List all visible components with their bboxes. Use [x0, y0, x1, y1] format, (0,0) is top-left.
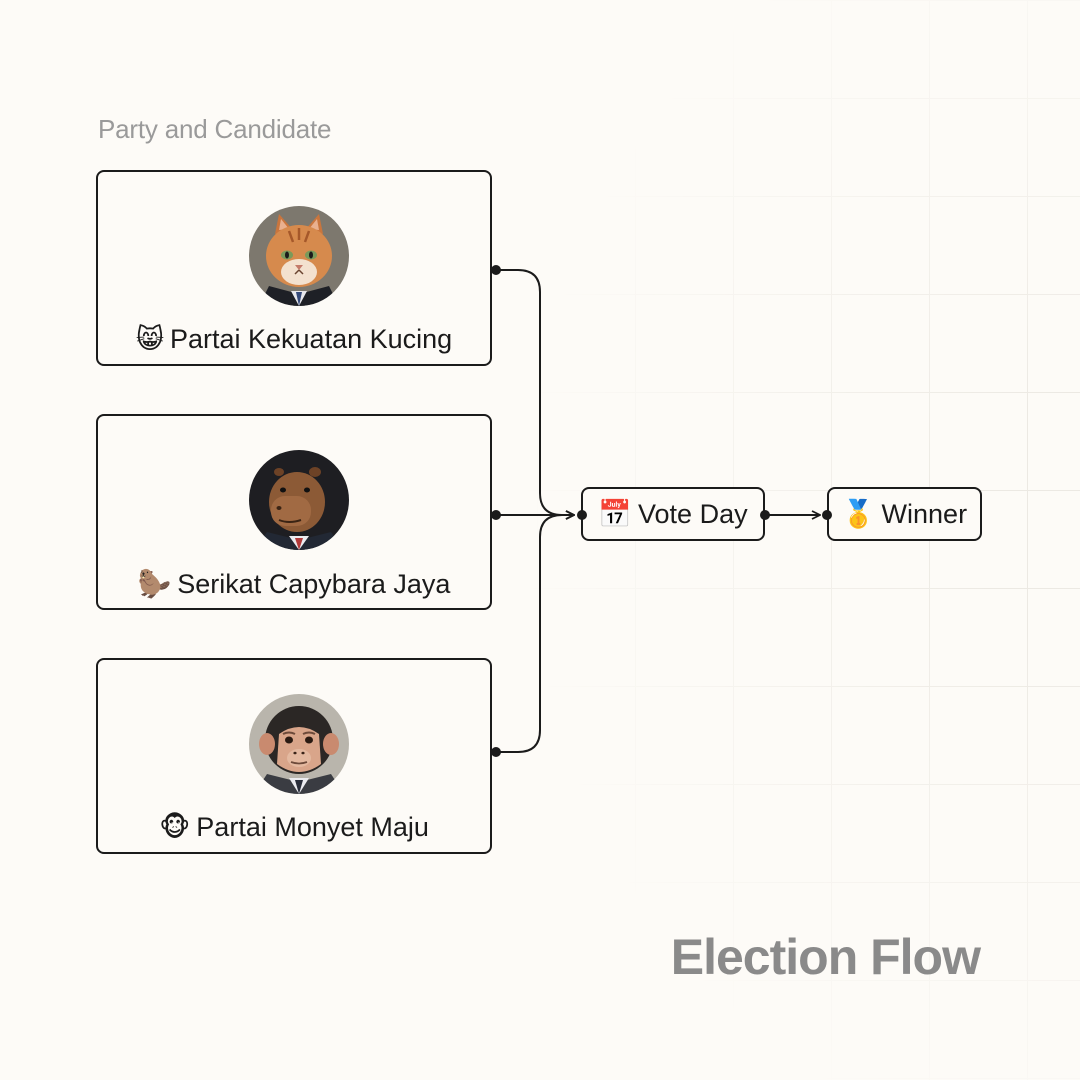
gold-medal-icon: 🥇: [841, 499, 876, 530]
party-name-text: Partai Kekuatan Kucing: [169, 324, 453, 354]
edge-kucing-to-vote-day: [496, 269, 574, 515]
footer-title: Election Flow: [670, 929, 981, 985]
party-card-monyet[interactable]: 🐵Partai Monyet Maju: [96, 658, 492, 854]
port-dot: [760, 510, 770, 520]
party-name: 😸Partai Kekuatan Kucing: [98, 324, 490, 355]
calendar-icon: 📅: [598, 499, 633, 530]
vote-day-label: Vote Day: [638, 498, 748, 529]
capybara-candidate-avatar: [249, 450, 349, 550]
port-dot: [491, 510, 501, 520]
port-dot: [577, 510, 587, 520]
winner-label: Winner: [881, 498, 968, 529]
party-name-text: Partai Monyet Maju: [196, 812, 429, 842]
edge-monyet-to-vote-day: [496, 515, 574, 753]
port-dot: [491, 747, 501, 757]
party-name-text: Serikat Capybara Jaya: [177, 569, 451, 599]
cat-candidate-avatar: [249, 206, 349, 306]
port-dot: [822, 510, 832, 520]
monkey-face-icon: 🐵: [159, 812, 191, 843]
beaver-icon: 🦫: [137, 569, 172, 600]
party-name: 🦫Serikat Capybara Jaya: [98, 568, 490, 600]
vote-day-node[interactable]: 📅Vote Day: [581, 487, 765, 541]
party-card-capybara[interactable]: 🦫Serikat Capybara Jaya: [96, 414, 492, 610]
section-label: Party and Candidate: [98, 114, 332, 144]
party-card-kucing[interactable]: 😸Partai Kekuatan Kucing: [96, 170, 492, 366]
port-dot: [491, 265, 501, 275]
party-name: 🐵Partai Monyet Maju: [98, 812, 490, 843]
cat-face-icon: 😸: [135, 324, 164, 355]
